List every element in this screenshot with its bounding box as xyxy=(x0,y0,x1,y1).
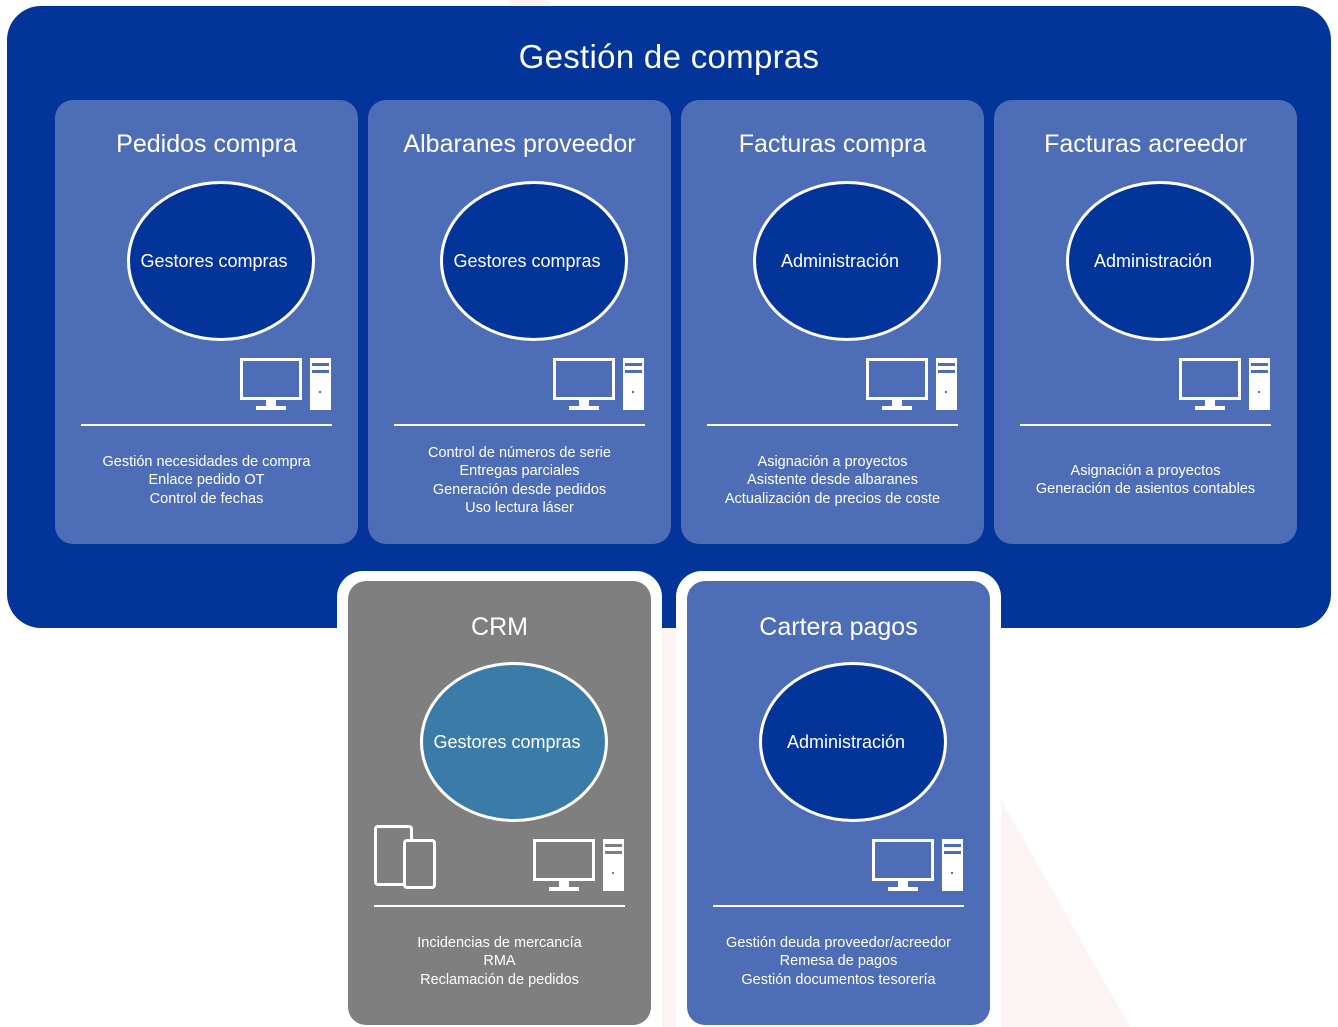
feature-item: Control de números de serie xyxy=(428,445,611,461)
role-circle: Administración xyxy=(753,181,941,341)
module-title: Facturas acreedor xyxy=(1044,130,1247,158)
feature-item: Gestión deuda proveedor/acreedor xyxy=(726,935,951,951)
desktop-computer-icon xyxy=(872,839,963,891)
main-title: Gestión de compras xyxy=(518,38,820,75)
role-circle: Gestores compras xyxy=(440,181,628,341)
role-label: Administración xyxy=(1093,251,1213,271)
role-circle: Administración xyxy=(759,662,947,822)
feature-item: Asignación a proyectos xyxy=(1070,463,1221,479)
feature-item: Reclamación de pedidos xyxy=(420,971,579,988)
desktop-computer-icon xyxy=(1179,358,1270,410)
module-card-facturas-compra: Facturas compra Administración Asignació… xyxy=(681,100,984,544)
smartphone-icon xyxy=(403,839,436,889)
crm-module-frame: CRM Gestores compras Incidencias de merc… xyxy=(337,571,662,1027)
feature-list: Gestión necesidades de compra Enlace ped… xyxy=(55,453,358,508)
divider xyxy=(81,424,332,426)
feature-list: Asignación a proyectos Asistente desde a… xyxy=(681,453,984,508)
module-title: Pedidos compra xyxy=(116,130,297,158)
role-label: Gestores compras xyxy=(140,251,288,271)
feature-item: Gestión documentos tesorería xyxy=(741,971,936,988)
desktop-computer-icon xyxy=(240,358,331,410)
feature-item: Incidencias de mercancía xyxy=(417,935,582,951)
module-card-pedidos-compra: Pedidos compra Gestores compras Gestión … xyxy=(55,100,358,544)
feature-item: Actualización de precios de coste xyxy=(724,490,941,507)
module-card-facturas-acreedor: Facturas acreedor Administración Asignac… xyxy=(994,100,1297,544)
desktop-computer-icon xyxy=(533,839,624,891)
role-circle: Gestores compras xyxy=(127,181,315,341)
feature-item: Asistente desde albaranes xyxy=(747,472,918,489)
divider xyxy=(707,424,958,426)
feature-item: Control de fechas xyxy=(149,490,264,507)
module-title: CRM xyxy=(471,613,528,641)
feature-list: Control de números de serie Entregas par… xyxy=(368,444,671,517)
feature-item: Entregas parciales xyxy=(459,463,580,480)
module-title: Albaranes proveedor xyxy=(403,130,636,158)
purchase-management-panel: Gestión de compras Pedidos compra Gestor… xyxy=(7,6,1331,628)
feature-list: Asignación a proyectos Generación de asi… xyxy=(994,462,1297,499)
role-label: Gestores compras xyxy=(433,732,581,752)
module-card-cartera-pagos: Cartera pagos Administración Gestión deu… xyxy=(687,581,990,1025)
role-label: Gestores compras xyxy=(453,251,601,271)
feature-item: Remesa de pagos xyxy=(779,953,898,970)
feature-item: Gestión necesidades de compra xyxy=(102,454,311,470)
cartera-module-frame: Cartera pagos Administración Gestión deu… xyxy=(676,571,1001,1027)
role-circle: Gestores compras xyxy=(420,662,608,822)
role-label: Administración xyxy=(780,251,900,271)
feature-item: Generación desde pedidos xyxy=(432,481,607,498)
divider xyxy=(713,905,964,907)
module-title: Cartera pagos xyxy=(759,613,918,641)
feature-item: Enlace pedido OT xyxy=(148,472,265,489)
module-card-albaranes-proveedor: Albaranes proveedor Gestores compras Con… xyxy=(368,100,671,544)
divider xyxy=(374,905,625,907)
role-circle: Administración xyxy=(1066,181,1254,341)
module-title: Facturas compra xyxy=(738,130,927,158)
desktop-computer-icon xyxy=(553,358,644,410)
module-card-crm: CRM Gestores compras Incidencias de merc… xyxy=(348,581,651,1025)
feature-item: Uso lectura láser xyxy=(465,499,574,516)
divider xyxy=(1020,424,1271,426)
feature-list: Incidencias de mercancía RMA Reclamación… xyxy=(348,934,651,989)
feature-list: Gestión deuda proveedor/acreedor Remesa … xyxy=(687,934,990,989)
feature-item: RMA xyxy=(483,953,516,970)
feature-item: Asignación a proyectos xyxy=(757,454,908,470)
role-label: Administración xyxy=(786,732,906,752)
divider xyxy=(394,424,645,426)
feature-item: Generación de asientos contables xyxy=(1035,481,1256,498)
desktop-computer-icon xyxy=(866,358,957,410)
